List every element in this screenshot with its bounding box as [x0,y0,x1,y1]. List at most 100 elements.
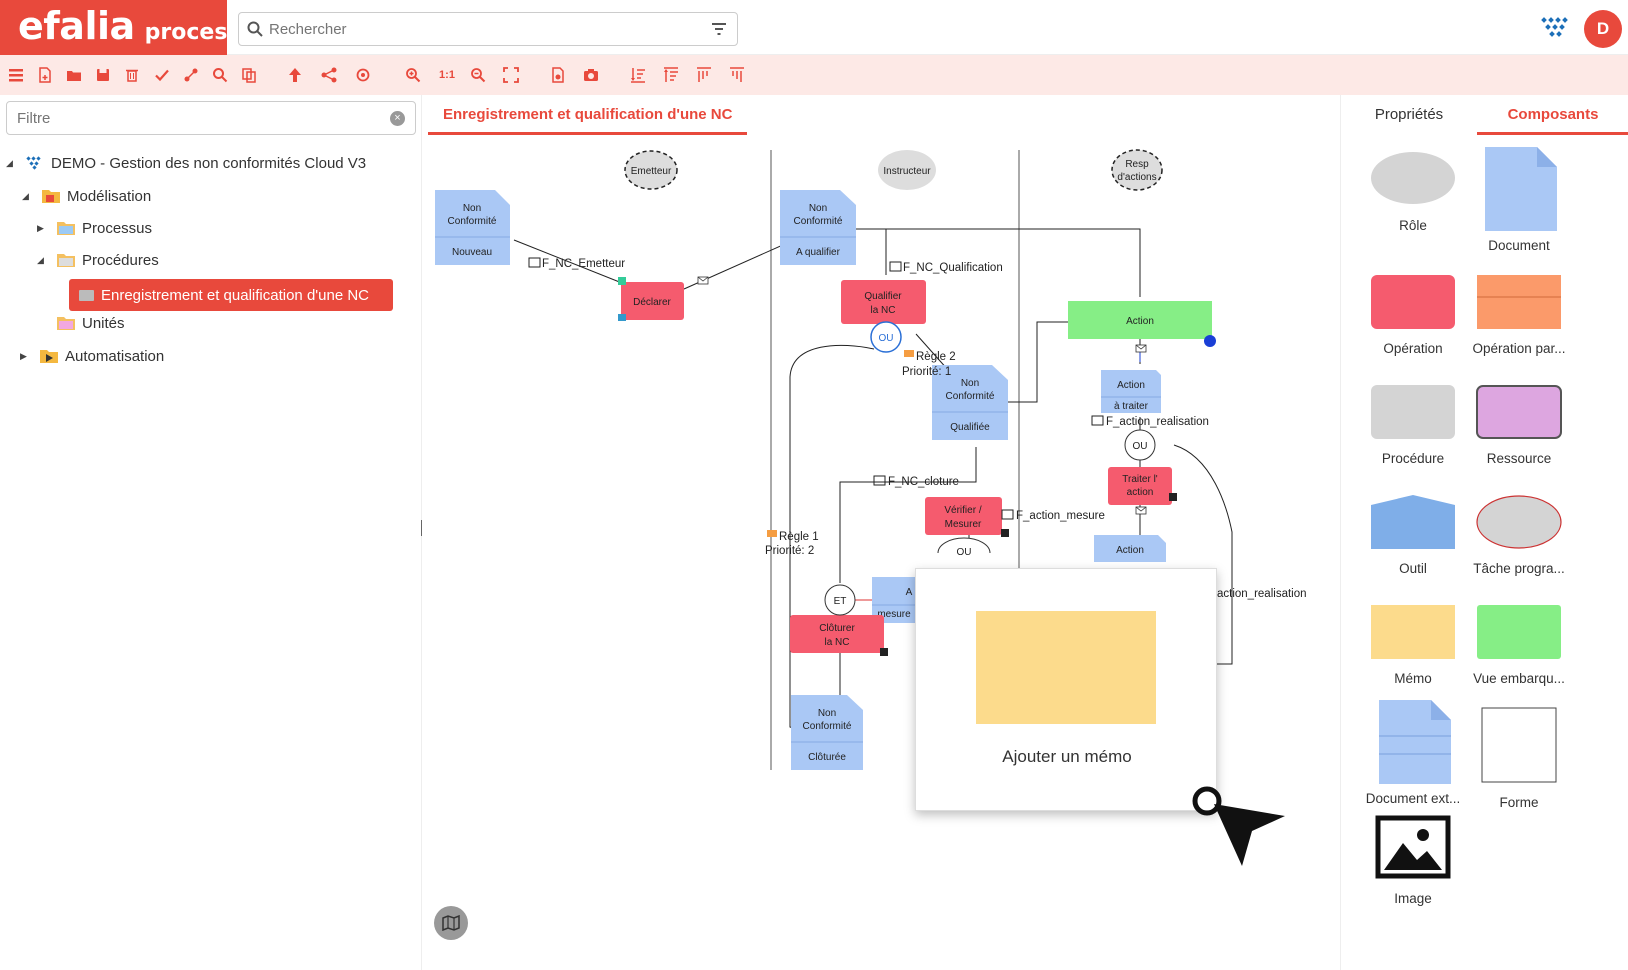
tree-item-processus[interactable]: ▶ Processus [37,215,152,241]
open-folder-icon[interactable] [64,65,84,85]
link-icon[interactable] [181,65,201,85]
diagram-canvas[interactable]: Emetteur Instructeur Resp d'actions [422,137,1322,970]
shape-square-icon [1481,707,1557,783]
share-icon[interactable] [319,65,339,85]
align-bottom-icon[interactable] [628,65,648,85]
op-traiter[interactable]: Traiter l' action [1108,467,1172,505]
tree-item-modelisation[interactable]: ◢ Modélisation [22,183,151,209]
caret-down-icon[interactable]: ◢ [6,157,13,168]
caret-right-icon[interactable]: ▶ [20,350,27,361]
menu-icon[interactable] [6,65,26,85]
component-memo[interactable]: Mémo [1353,605,1473,686]
save-icon[interactable] [93,65,113,85]
svg-text:Action: Action [1126,316,1154,327]
component-image[interactable]: Image [1353,815,1473,906]
procedure-shape-icon [1371,385,1455,439]
caret-right-icon[interactable]: ▶ [37,222,44,233]
op-cloturer[interactable]: Clôturer la NC [790,615,884,653]
component-operation[interactable]: Opération [1353,275,1473,356]
tree-filter[interactable]: × [6,101,416,135]
svg-text:Non: Non [818,708,836,719]
align-top-icon[interactable] [661,65,681,85]
doc-action-2[interactable]: Action [1094,535,1166,562]
svg-text:A: A [906,587,913,598]
form-f-nc-qualification[interactable]: F_NC_Qualification [889,261,1003,274]
component-procedure[interactable]: Procédure [1353,385,1473,466]
memo-drag-preview[interactable]: Ajouter un mémo [915,568,1217,811]
tab-properties[interactable]: Propriétés [1374,106,1444,123]
zoom-in-icon[interactable] [403,65,423,85]
gate-ou-qualifier[interactable]: OU [870,321,902,353]
caret-down-icon[interactable]: ◢ [37,254,44,265]
tab-components[interactable]: Composants [1477,95,1628,135]
svg-text:Traiter l': Traiter l' [1122,474,1158,485]
op-verifier[interactable]: Vérifier / Mesurer [925,497,1002,535]
op-qualifier[interactable]: Qualifier la NC [841,280,926,324]
role-emetteur[interactable]: Emetteur [624,150,678,190]
check-icon[interactable] [152,65,172,85]
caret-down-icon[interactable]: ◢ [22,190,29,201]
camera-icon[interactable] [581,65,601,85]
svg-text:Vérifier /: Vérifier / [944,505,981,516]
gate-ou-traiter[interactable]: OU [1124,429,1156,461]
form-f-nc-emetteur[interactable]: F_NC_Emetteur [528,257,625,270]
svg-text:Qualifier: Qualifier [864,291,902,302]
form-f-nc-cloture[interactable]: F_NC_cloture [873,475,959,488]
component-document[interactable]: Document [1459,147,1579,253]
tree-item-demo[interactable]: ◢ DEMO - Gestion des non conformités Clo… [6,150,366,176]
doc-mesure[interactable]: A mesure [872,577,917,623]
align-left-icon[interactable] [694,65,714,85]
doc-nc-nouveau[interactable]: Non Conformité Nouveau [435,190,510,265]
search-input[interactable] [269,19,689,39]
rule-1[interactable]: Règle 1 [767,530,819,543]
doc-nc-cloturee[interactable]: Non Conformité Clôturée [791,695,863,770]
gate-et[interactable]: ET [824,584,856,616]
doc-nc-a-qualifier[interactable]: Non Conformité A qualifier [780,190,856,265]
search-icon[interactable] [210,65,230,85]
upload-icon[interactable] [285,65,305,85]
role-resp-actions[interactable]: Resp d'actions [1111,149,1163,191]
gate-ou-verifier[interactable]: OU [937,537,991,558]
doc-nc-qualifiee[interactable]: Non Conformité Qualifiée [932,365,1008,440]
handle-icon [880,648,888,656]
clear-icon[interactable]: × [390,111,405,126]
global-search[interactable] [238,12,738,46]
target-icon[interactable] [353,65,373,85]
minimap-button[interactable] [434,906,468,940]
form-f-action-mesure[interactable]: F_action_mesure [1001,509,1105,522]
tree-item-automatisation[interactable]: ▶ Automatisation [20,343,164,369]
new-file-icon[interactable] [35,65,55,85]
zoom-reset-icon[interactable]: 1:1 [439,69,455,81]
role-instructeur[interactable]: Instructeur [878,150,936,190]
tree-item-procedures[interactable]: ◢ Procédures [37,247,159,273]
doc-action-a-traiter[interactable]: Action à traiter [1101,370,1161,413]
rule-2[interactable]: Règle 2 [904,350,956,363]
delete-icon[interactable] [122,65,142,85]
tab-procedure[interactable]: Enregistrement et qualification d'une NC [428,95,748,135]
tree-label: DEMO - Gestion des non conformités Cloud… [51,154,367,172]
filter-input[interactable] [17,110,377,127]
tool-shape-icon [1371,495,1455,549]
form-action-realisation[interactable]: action_realisation [1217,588,1307,600]
component-shape[interactable]: Forme [1459,707,1579,810]
export-file-icon[interactable] [548,65,568,85]
align-right-icon[interactable] [727,65,747,85]
component-resource[interactable]: Ressource [1459,385,1579,466]
form-f-action-realisation[interactable]: F_action_realisation [1091,415,1209,428]
component-external-document[interactable]: Document ext... [1353,700,1473,806]
tree-item-selected-procedure[interactable]: Enregistrement et qualification d'une NC [69,279,393,311]
component-scheduled-task[interactable]: Tâche progra... [1459,495,1579,576]
fit-icon[interactable] [501,65,521,85]
component-embedded-view[interactable]: Vue embarqu... [1459,605,1579,686]
op-declarer[interactable]: Déclarer [621,282,684,320]
tree-item-unites[interactable]: Unités [57,310,125,336]
user-avatar[interactable]: D [1584,10,1622,48]
copy-icon[interactable] [239,65,259,85]
op-action[interactable]: Action [1068,301,1216,347]
app-logo[interactable]: efalia process [0,0,241,55]
component-role[interactable]: Rôle [1353,150,1473,233]
component-tool[interactable]: Outil [1353,495,1473,576]
zoom-out-icon[interactable] [468,65,488,85]
component-operation-parallel[interactable]: Opération par... [1459,275,1579,356]
filter-icon[interactable] [711,22,727,36]
